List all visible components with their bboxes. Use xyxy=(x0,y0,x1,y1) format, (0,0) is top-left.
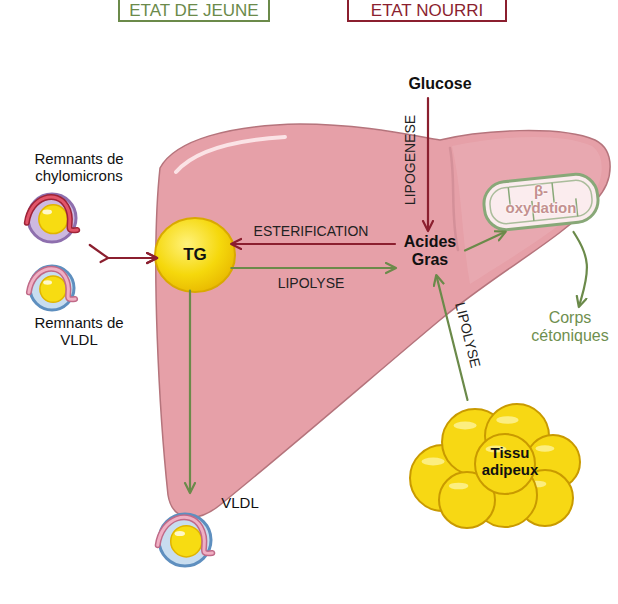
process-label: LIPOLYSE xyxy=(278,275,345,291)
legend-swatch: ETAT DE JEUNE xyxy=(118,0,270,22)
mitochondrion-outer xyxy=(482,172,600,232)
flow-arrow xyxy=(574,232,587,306)
lipid-droplet-node: TG xyxy=(153,216,237,294)
liver-lobe-shade xyxy=(452,137,602,284)
product-label: Corps cétoniques xyxy=(520,306,618,350)
apoprotein-ribbon-inner xyxy=(29,269,75,300)
flow-arrow xyxy=(232,243,395,245)
node-text: TG xyxy=(153,245,237,265)
lipoprotein-node: Remnants de VLDL xyxy=(4,262,154,350)
adipocyte-highlight xyxy=(496,416,518,424)
process-label: LIPOLYSE xyxy=(452,301,484,370)
node-text: Remnants de chylomicrons xyxy=(4,150,154,185)
liver-highlight xyxy=(176,137,285,172)
legend-swatch: ETAT NOURRI xyxy=(347,0,507,22)
adipocyte-highlight xyxy=(449,483,469,490)
flow-arrow xyxy=(427,98,429,230)
core-highlight xyxy=(43,280,52,284)
apoprotein-ribbon xyxy=(29,269,75,300)
source-label: Glucose xyxy=(400,72,480,98)
lipoprotein-node: VLDL xyxy=(150,492,270,582)
lipid-core xyxy=(39,205,68,234)
adipocyte-highlight xyxy=(454,422,477,430)
apoprotein-ribbon xyxy=(158,517,213,553)
node-text: β- oxydation xyxy=(501,182,581,217)
flow-arrow xyxy=(189,291,191,492)
node-text: Tissu adipeux xyxy=(465,444,555,479)
flow-arrow xyxy=(90,245,156,258)
lipid-core xyxy=(171,526,202,557)
mitochondrion xyxy=(482,172,600,232)
node-text: Acides Gras xyxy=(395,233,465,270)
core-highlight xyxy=(175,531,185,536)
legend-text: ETAT DE JEUNE xyxy=(129,1,258,20)
node-text: Remnants de VLDL xyxy=(24,314,134,349)
process-label: LIPOGENESE xyxy=(402,115,418,205)
flow-arrow xyxy=(231,267,395,269)
metabolite-label: Acides Gras xyxy=(395,230,465,276)
process-label: ESTERIFICATION xyxy=(254,223,369,239)
legend-text: ETAT NOURRI xyxy=(371,1,483,20)
flow-arrow xyxy=(437,276,468,400)
mitochondrion-node: β- oxydation xyxy=(480,172,602,232)
mitochondrion-inner xyxy=(488,179,593,225)
liver-shape xyxy=(156,124,610,517)
adipocyte-highlight xyxy=(422,458,445,466)
node-text: Corps cétoniques xyxy=(520,309,618,346)
flow-arrow xyxy=(101,258,157,262)
lipoprotein-node: Remnants de chylomicrons xyxy=(4,150,154,245)
node-text: Glucose xyxy=(400,75,480,93)
lipid-core xyxy=(40,276,66,302)
core-highlight xyxy=(42,210,52,215)
adipose-tissue-node: Tissu adipeux xyxy=(405,400,580,525)
flow-arrow xyxy=(465,232,505,250)
apoprotein-ribbon-inner xyxy=(158,517,213,553)
adipocyte-highlight xyxy=(535,445,554,451)
apoprotein-ribbon xyxy=(27,197,77,230)
apoprotein-ribbon-inner xyxy=(27,197,77,230)
node-text: VLDL xyxy=(212,494,268,511)
